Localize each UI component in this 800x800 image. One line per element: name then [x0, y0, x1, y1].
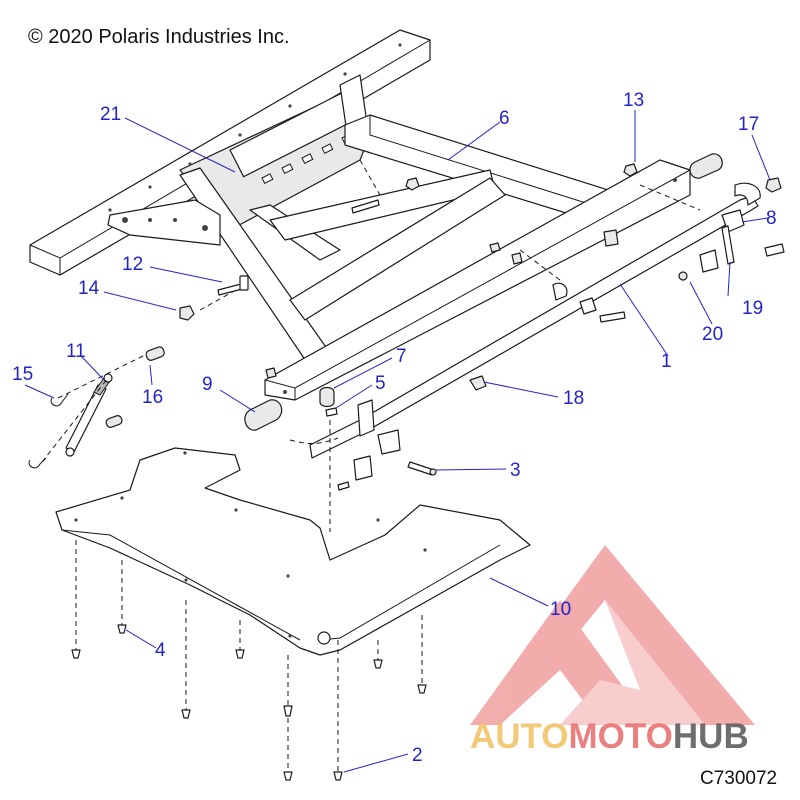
watermark-part3: HUB	[673, 717, 749, 756]
callout-17: 17	[738, 114, 759, 135]
callout-13: 13	[623, 90, 644, 111]
callout-18: 18	[563, 388, 584, 409]
skid-plate	[55, 447, 531, 656]
callout-16: 16	[142, 387, 163, 408]
lower-crossmember	[264, 159, 691, 401]
callout-10: 10	[550, 599, 571, 620]
copyright-text: © 2020 Polaris Industries Inc.	[28, 26, 290, 48]
callout-2: 2	[412, 745, 423, 766]
bushing-16	[689, 153, 723, 179]
watermark-logo	[470, 545, 755, 725]
clip-15a	[50, 393, 69, 407]
bushing-9	[244, 399, 283, 431]
pin-16	[145, 346, 165, 361]
callout-4: 4	[155, 640, 166, 661]
callout-1: 1	[661, 351, 672, 372]
watermark-text: AUTOMOTOHUB	[470, 717, 749, 756]
callout-15: 15	[12, 364, 33, 385]
figure-id: C730072	[700, 768, 777, 789]
assembly-lines	[41, 159, 701, 775]
pin-left	[105, 415, 123, 428]
leader-lines	[24, 110, 771, 773]
callout-9: 9	[202, 374, 213, 395]
callout-14: 14	[78, 278, 100, 299]
callout-11: 11	[66, 341, 86, 362]
watermark-part2: MOTO	[569, 717, 673, 756]
callout-12: 12	[122, 254, 143, 275]
watermark-part1: AUTO	[470, 717, 569, 756]
callout-7: 7	[396, 346, 407, 367]
callout-20: 20	[702, 324, 723, 345]
gas-strut	[65, 373, 113, 457]
clip-15b	[28, 457, 47, 469]
callout-8: 8	[766, 208, 777, 229]
callout-3: 3	[510, 460, 521, 481]
callout-21: 21	[100, 104, 121, 125]
fasteners	[71, 163, 785, 781]
callout-5: 5	[375, 373, 386, 394]
rear-frame	[29, 29, 641, 371]
callout-numbers: 1 2 3 4 5 6 7 8 9 10 11 12 13 14 15 16 1…	[12, 90, 777, 766]
callout-19: 19	[742, 298, 763, 319]
callout-6: 6	[499, 108, 510, 129]
